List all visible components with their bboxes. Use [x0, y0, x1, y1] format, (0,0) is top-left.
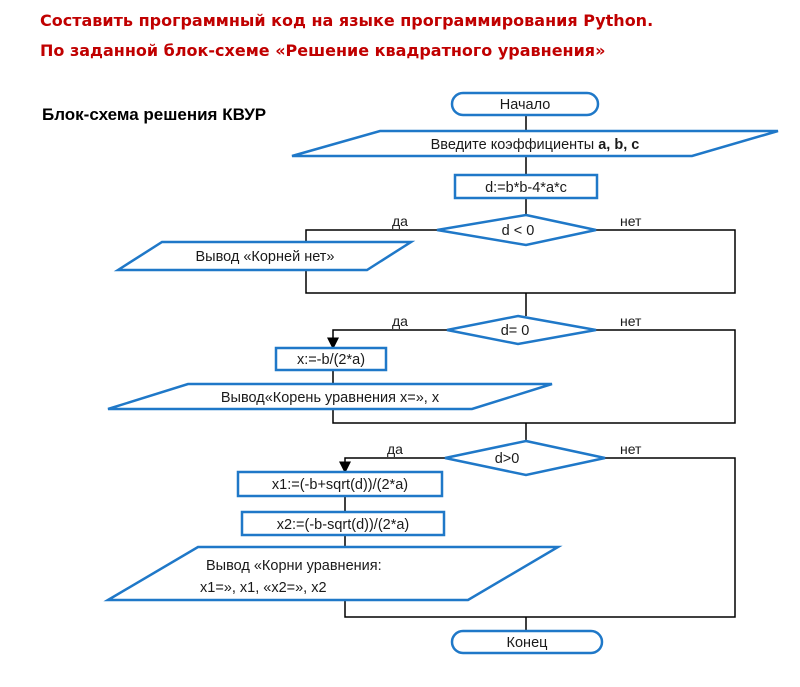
output-two-roots: Вывод «Корни уравнения: x1=», x1, «x2=»,… — [103, 545, 563, 602]
output-no-roots: Вывод «Корней нет» — [113, 240, 416, 272]
decision-3-no: нет — [620, 441, 642, 457]
calc-single-root-label: x:=-b/(2*a) — [297, 352, 365, 368]
decision-d-greater-0: d>0 — [444, 439, 606, 477]
calc-root-x1: x1:=(-b+sqrt(d))/(2*a) — [236, 470, 444, 498]
decision-d-less-0: d < 0 — [436, 213, 597, 247]
calc-root-x1-label: x1:=(-b+sqrt(d))/(2*a) — [272, 477, 408, 493]
connector-lines — [305, 114, 736, 631]
decision-1-no: нет — [620, 213, 642, 229]
decision-d-equal-0: d= 0 — [446, 314, 597, 346]
output-one-root-label: Вывод«Корень уравнения x=», x — [221, 390, 440, 406]
task-line-1: Составить программный код на языке прогр… — [40, 11, 654, 30]
task-line-2: По заданной блок-схеме «Решение квадратн… — [40, 41, 606, 60]
calc-single-root: x:=-b/(2*a) — [274, 346, 388, 372]
decision-3-yes: да — [387, 441, 403, 457]
end-terminator: Конец — [450, 629, 604, 655]
output-two-roots-line-2: x1=», x1, «x2=», x2 — [200, 580, 327, 596]
flowchart-title: Блок-схема решения КВУР — [42, 105, 266, 124]
decision-2-yes: да — [392, 313, 408, 329]
decision-2-label: d= 0 — [501, 323, 530, 339]
end-label: Конец — [507, 635, 548, 651]
input-label: Введите коэффициенты a, b, c — [431, 137, 640, 153]
output-no-roots-label: Вывод «Корней нет» — [195, 249, 334, 265]
decision-2-no: нет — [620, 313, 642, 329]
decision-1-label: d < 0 — [502, 223, 535, 239]
start-label: Начало — [500, 97, 551, 113]
decision-3-label: d>0 — [495, 451, 520, 467]
start-terminator: Начало — [450, 91, 600, 117]
decision-1-yes: да — [392, 213, 408, 229]
calc-root-x2-label: x2:=(-b-sqrt(d))/(2*a) — [277, 517, 410, 533]
calc-root-x2: x2:=(-b-sqrt(d))/(2*a) — [240, 510, 446, 537]
calc-discriminant: d:=b*b-4*a*c — [453, 173, 599, 200]
task-header: Составить программный код на языке прогр… — [40, 6, 790, 66]
input-coefficients: Введите коэффициенты a, b, c — [291, 129, 779, 158]
calc-discriminant-label: d:=b*b-4*a*c — [485, 180, 567, 196]
output-one-root: Вывод«Корень уравнения x=», x — [107, 382, 553, 411]
output-two-roots-line-1: Вывод «Корни уравнения: — [206, 558, 382, 574]
